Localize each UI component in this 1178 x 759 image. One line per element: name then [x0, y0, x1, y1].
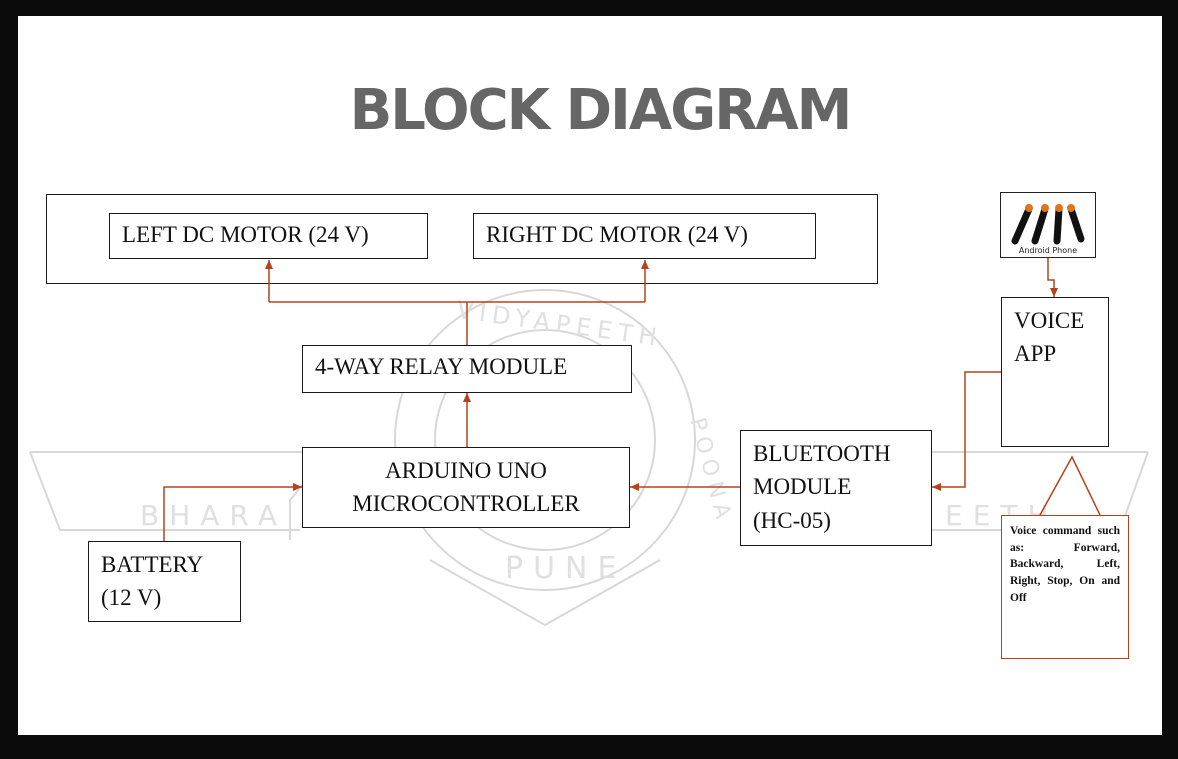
watermark-outer-ring — [394, 289, 696, 591]
watermark-bottom-shield — [429, 559, 661, 627]
battery-label-line2: (12 V) — [101, 585, 162, 611]
arrow-voice-to-bluetooth — [932, 371, 1001, 491]
hands-icon — [1011, 204, 1085, 245]
voice-app-label-line2: APP — [1014, 341, 1057, 367]
left-dc-motor-block: LEFT DC MOTOR (24 V) — [109, 213, 428, 259]
relay-module-block: 4-WAY RELAY MODULE — [302, 345, 632, 393]
android-phone-logo: Android Phone — [1000, 192, 1096, 258]
bluetooth-label-line1: BLUETOOTH — [753, 441, 891, 466]
arrow-phone-to-voice-app — [1047, 258, 1058, 297]
watermark-inner-ring — [434, 329, 656, 551]
arduino-label-line2: MICROCONTROLLER — [352, 491, 580, 517]
callout-pointer — [1039, 455, 1101, 516]
battery-label-line1: BATTERY — [101, 552, 204, 577]
arduino-label-line1: ARDUINO UNO — [385, 458, 547, 483]
voice-app-label-line1: VOICE — [1014, 308, 1085, 333]
phone-label: Android Phone — [1018, 246, 1078, 255]
arduino-block: ARDUINO UNO MICROCONTROLLER — [302, 447, 630, 528]
voice-command-callout: Voice command such as: Forward, Backward… — [1001, 515, 1129, 659]
watermark-left-word: BHARA — [140, 499, 287, 532]
battery-block: BATTERY (12 V) — [88, 541, 241, 622]
watermark-left-wing-lower — [29, 451, 300, 531]
watermark-bottom-word: PUNE — [505, 551, 626, 586]
bluetooth-label-line2: MODULE — [753, 474, 852, 500]
bluetooth-module-block: BLUETOOTH MODULE (HC-05) — [740, 430, 932, 546]
page-title: BLOCK DIAGRAM — [349, 78, 853, 143]
arrow-battery-to-arduino — [163, 483, 302, 541]
bluetooth-label-line3: (HC-05) — [753, 507, 831, 533]
right-dc-motor-block: RIGHT DC MOTOR (24 V) — [473, 213, 816, 259]
voice-app-block: VOICE APP — [1001, 297, 1109, 447]
